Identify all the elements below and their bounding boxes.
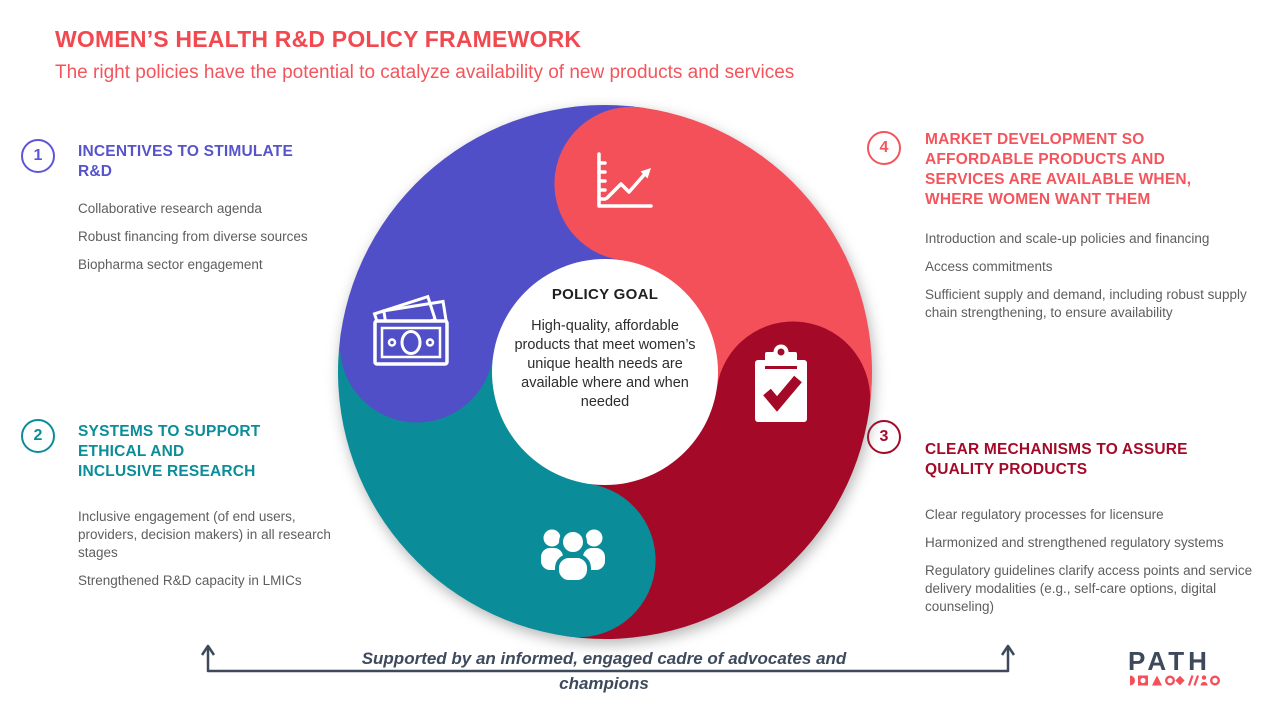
policy-goal-label: POLICY GOAL <box>551 286 659 303</box>
page-subtitle: The right policies have the potential to… <box>55 62 795 83</box>
path-wordmark: PATH <box>1128 646 1211 676</box>
section-4-title: MARKET DEVELOPMENT SO AFFORDABLE PRODUCT… <box>925 131 1192 208</box>
section-1-items: Collaborative research agenda Robust fin… <box>78 200 358 284</box>
badge-1: 1 <box>21 139 55 173</box>
badge-2-number: 2 <box>33 427 43 444</box>
list-item: Collaborative research agenda <box>78 201 262 216</box>
policy-goal-text: High-quality, affordable products that m… <box>514 318 696 410</box>
swirl-bump-top <box>554 106 709 261</box>
list-item: Regulatory guidelines clarify access poi… <box>925 563 1253 614</box>
list-item: Strengthened R&D capacity in LMICs <box>78 573 302 588</box>
list-item: Robust financing from diverse sources <box>78 229 308 244</box>
badge-3-number: 3 <box>879 428 889 445</box>
list-item: Introduction and scale-up policies and f… <box>925 231 1210 246</box>
page-title: WOMEN’S HEALTH R&D POLICY FRAMEWORK <box>55 26 582 52</box>
list-item: Clear regulatory processes for licensure <box>925 507 1164 522</box>
list-item: Access commitments <box>925 259 1053 274</box>
list-item: Sufficient supply and demand, including … <box>925 287 1247 320</box>
section-2-title: SYSTEMS TO SUPPORT ETHICAL AND INCLUSIVE… <box>78 423 261 480</box>
list-item: Inclusive engagement (of end users, prov… <box>78 509 331 560</box>
section-3-items: Clear regulatory processes for licensure… <box>925 506 1257 626</box>
bracket-arrows-icon <box>200 644 1016 673</box>
clipboard-check-icon <box>755 344 807 422</box>
support-text: Supported by an informed, engaged cadre … <box>361 649 847 693</box>
path-logomark-icon <box>1130 675 1220 686</box>
section-2-items: Inclusive engagement (of end users, prov… <box>78 508 343 600</box>
people-group-icon <box>541 528 605 584</box>
path-logo: PATH <box>1128 648 1220 692</box>
section-1-title: INCENTIVES TO STIMULATE R&D <box>78 143 294 180</box>
support-bracket <box>198 640 1020 687</box>
badge-2: 2 <box>21 419 55 453</box>
policy-goal: POLICY GOAL High-quality, affordable pro… <box>505 286 705 412</box>
badge-1-number: 1 <box>33 147 43 164</box>
list-item: Biopharma sector engagement <box>78 257 263 272</box>
growth-chart-icon <box>597 152 653 208</box>
section-4-items: Introduction and scale-up policies and f… <box>925 230 1263 332</box>
badge-3: 3 <box>867 420 901 454</box>
badge-4-number: 4 <box>879 139 889 156</box>
center-circle <box>492 259 718 485</box>
banknotes-icon <box>372 294 449 366</box>
policy-wheel-diagram <box>325 92 885 657</box>
list-item: Harmonized and strengthened regulatory s… <box>925 535 1224 550</box>
section-3-title: CLEAR MECHANISMS TO ASSURE QUALITY PRODU… <box>925 441 1188 478</box>
badge-4: 4 <box>867 131 901 165</box>
